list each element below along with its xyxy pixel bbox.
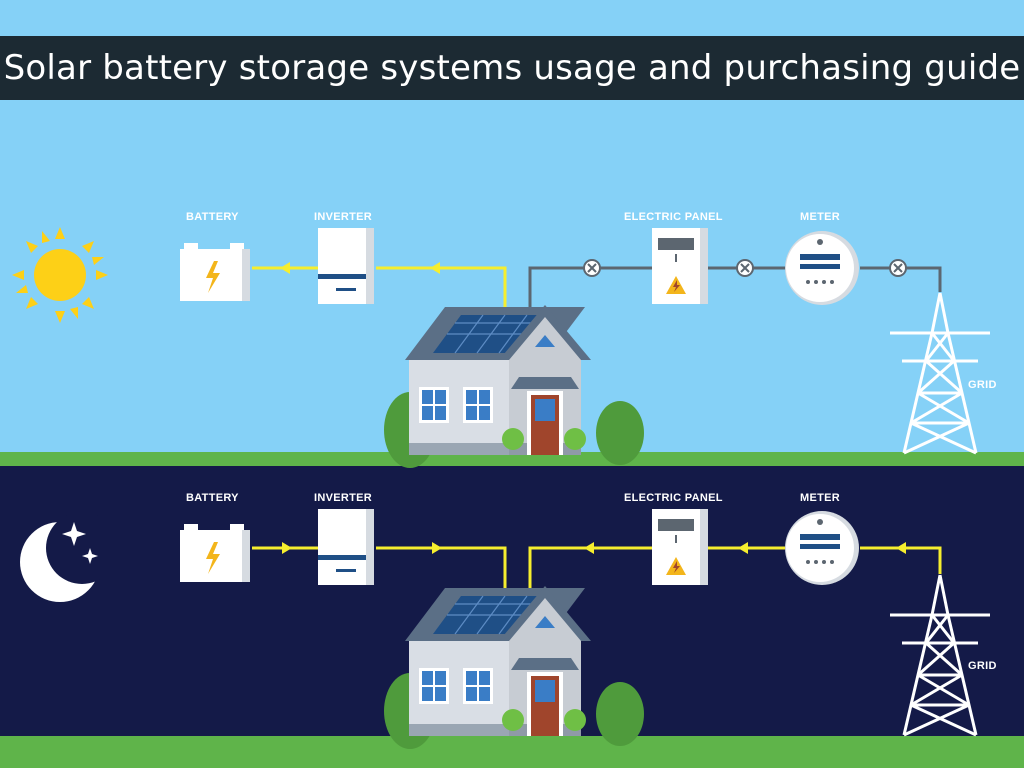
day-grid-label: GRID bbox=[968, 379, 997, 391]
night-electric-panel-label: ELECTRIC PANEL bbox=[624, 492, 723, 504]
arrow-icon bbox=[896, 542, 906, 554]
electric-panel-icon bbox=[651, 508, 709, 586]
moon-icon bbox=[20, 512, 118, 602]
inverter-icon bbox=[318, 228, 374, 304]
meter-icon bbox=[785, 231, 859, 305]
page-title: Solar battery storage systems usage and … bbox=[0, 36, 1024, 100]
disconnect-icon bbox=[583, 259, 601, 277]
day-battery-label: BATTERY bbox=[186, 211, 239, 223]
arrow-icon bbox=[282, 542, 292, 554]
arrow-icon bbox=[738, 542, 748, 554]
star-icon bbox=[62, 522, 98, 564]
transmission-tower-icon bbox=[888, 573, 992, 737]
arrow-icon bbox=[432, 542, 442, 554]
day-ground bbox=[0, 452, 1024, 466]
day-electric-panel-label: ELECTRIC PANEL bbox=[624, 211, 723, 223]
arrow-icon bbox=[280, 262, 290, 274]
transmission-tower-icon bbox=[888, 291, 992, 455]
battery-icon bbox=[180, 524, 250, 582]
meter-icon bbox=[785, 511, 859, 585]
disconnect-icon bbox=[889, 259, 907, 277]
inverter-icon bbox=[318, 509, 374, 585]
arrow-icon bbox=[430, 262, 440, 274]
day-solar-flow bbox=[252, 266, 507, 310]
night-inverter-label: INVERTER bbox=[314, 492, 373, 504]
sun-icon bbox=[12, 227, 108, 323]
day-meter-label: METER bbox=[800, 211, 840, 223]
electric-panel-icon bbox=[651, 227, 709, 305]
day-inverter-label: INVERTER bbox=[314, 211, 373, 223]
house-icon bbox=[383, 304, 645, 469]
night-grid-label: GRID bbox=[968, 660, 997, 672]
disconnect-icon bbox=[736, 259, 754, 277]
battery-icon bbox=[180, 243, 250, 301]
house-icon bbox=[383, 585, 645, 750]
arrow-icon bbox=[584, 542, 594, 554]
night-meter-label: METER bbox=[800, 492, 840, 504]
night-ground bbox=[0, 736, 1024, 768]
night-battery-label: BATTERY bbox=[186, 492, 239, 504]
